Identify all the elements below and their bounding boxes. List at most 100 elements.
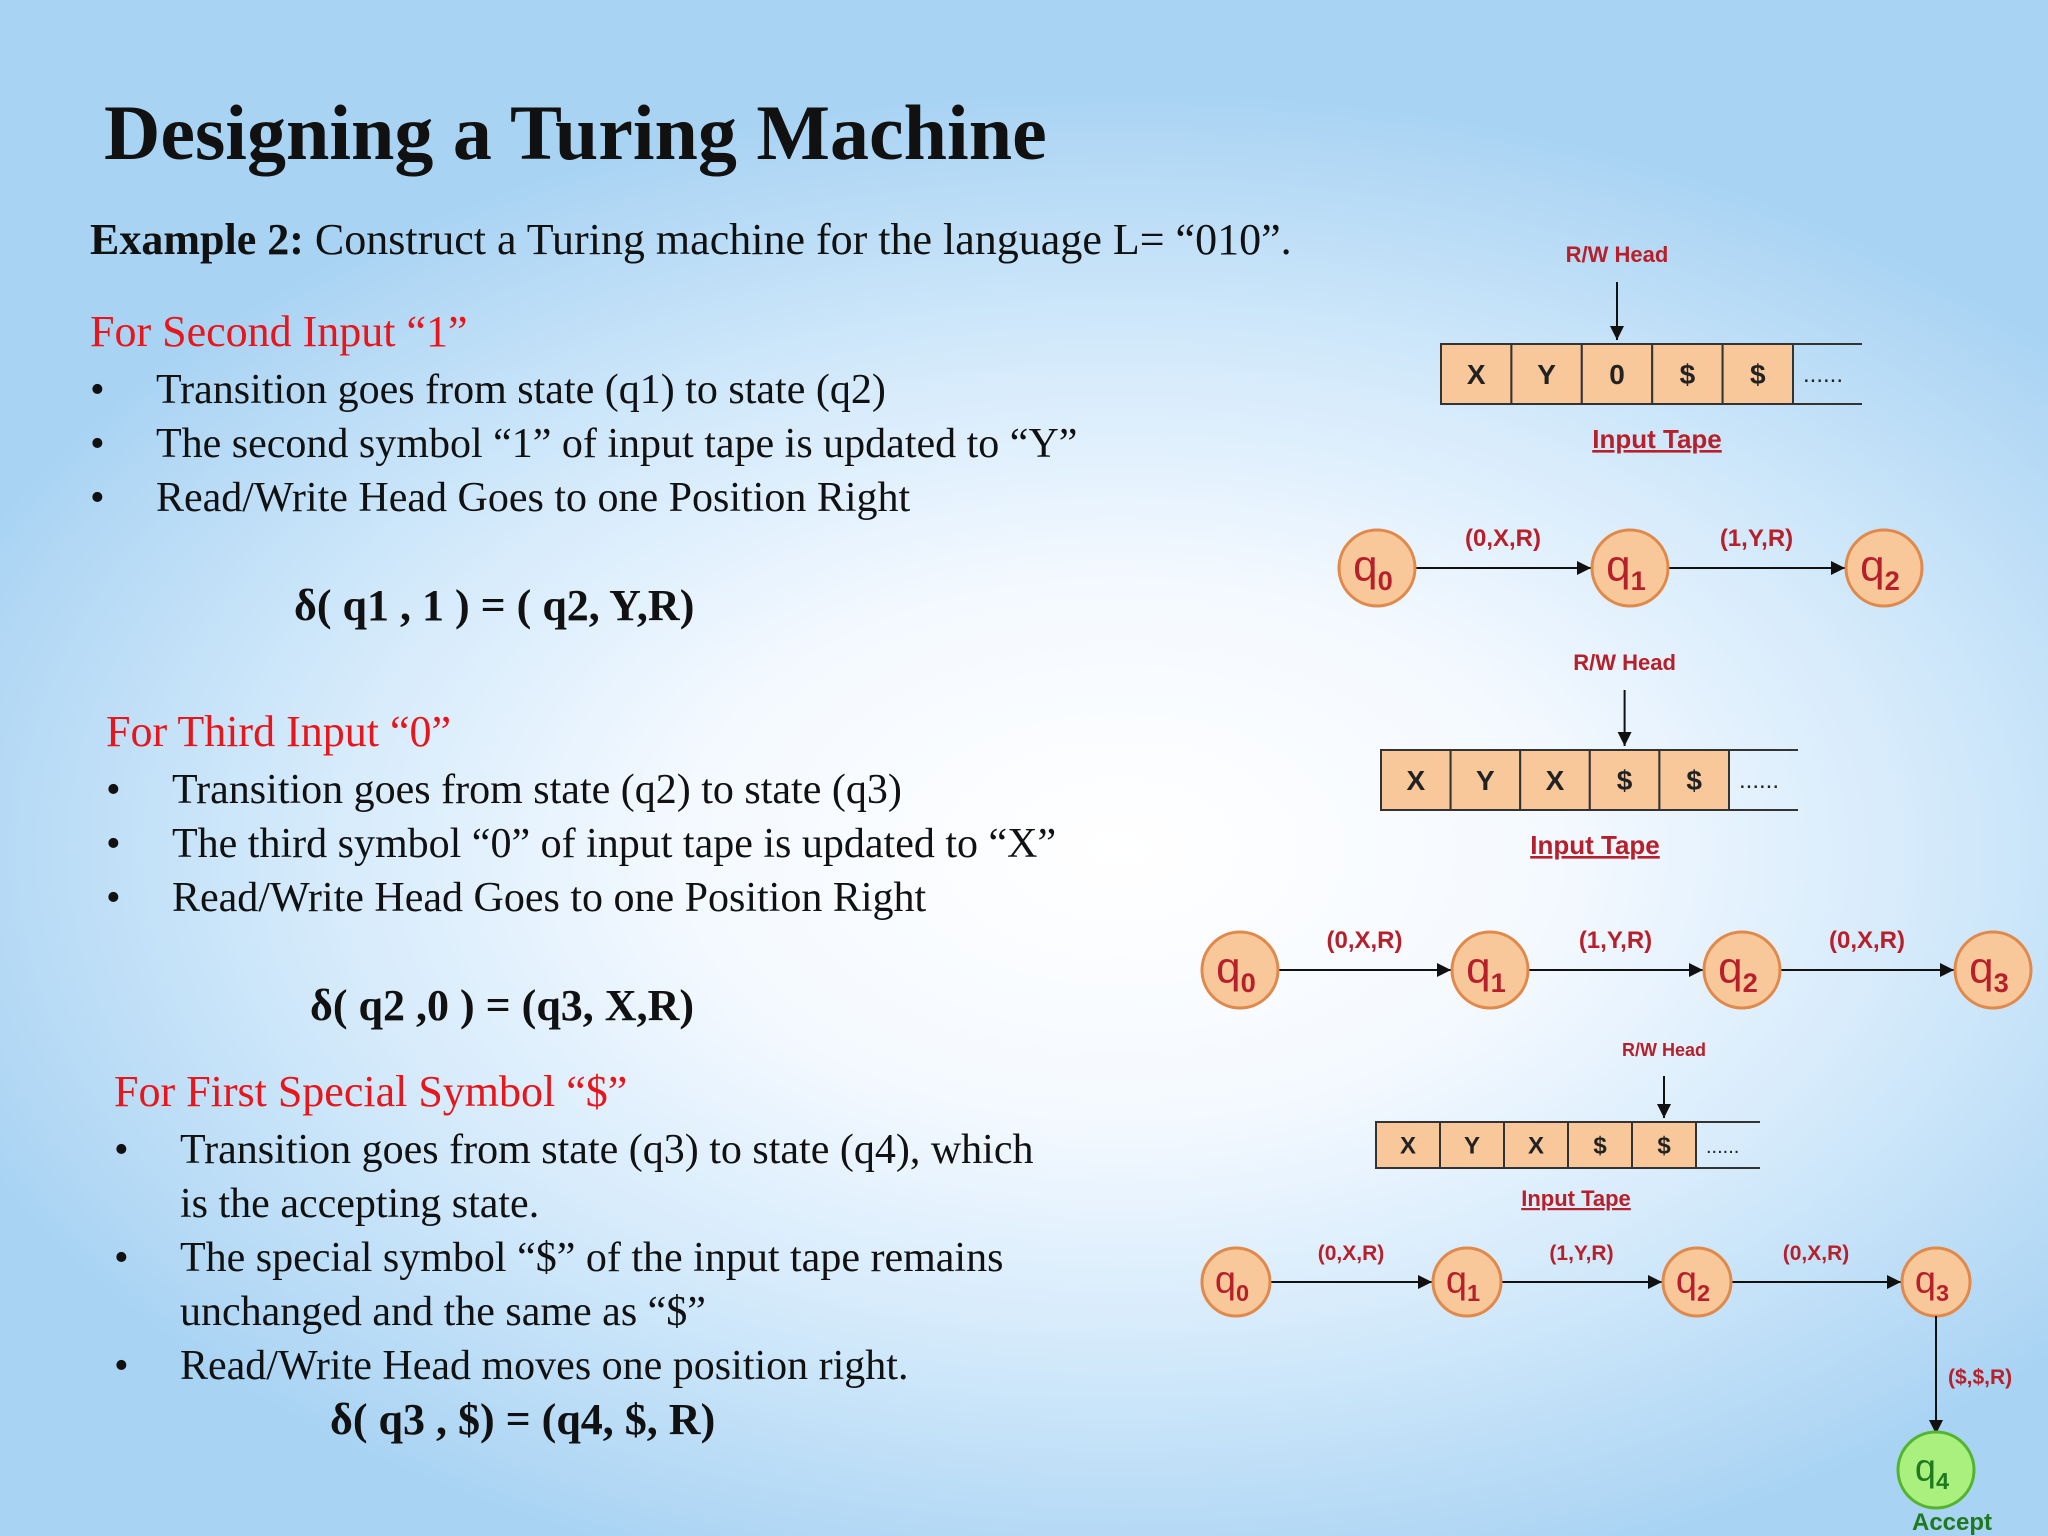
state-subscript: 0	[1241, 967, 1256, 998]
transition-label: (1,Y,R)	[1579, 927, 1652, 954]
state-subscript: 2	[1743, 967, 1758, 998]
tape-symbol: $	[1686, 765, 1702, 796]
transition-formula: δ( q2 ,0 ) = (q3, X,R)	[310, 981, 695, 1030]
accept-label: Accept	[1912, 1509, 1992, 1536]
state-label: q2	[1860, 541, 1900, 596]
transition-arrow-head	[1577, 561, 1591, 575]
section-third-input: For Third Input “0” • Transition goes fro…	[106, 706, 1056, 925]
state-subscript: 4	[1936, 1468, 1949, 1494]
bullet-continuation: unchanged and the same as “$”	[114, 1285, 1033, 1339]
state-subscript: 3	[1994, 967, 2009, 998]
accept-state-node	[1896, 1430, 1976, 1510]
tape-cell	[1580, 343, 1654, 405]
bullet-item: • Read/Write Head Goes to one Position Ri…	[90, 471, 1077, 525]
tape-ellipsis: ......	[1739, 767, 1779, 794]
bullet-mark: •	[106, 821, 121, 867]
transition-arrow-head	[1437, 963, 1451, 977]
section-heading: For First Special Symbol “$”	[114, 1067, 628, 1116]
bullet-text: is the accepting state.	[180, 1181, 540, 1227]
bullet-list: • Transition goes from state (q1) to stat…	[90, 363, 1077, 525]
transition-label: (0,X,R)	[1783, 1242, 1850, 1265]
state-subscript: 1	[1467, 1280, 1480, 1306]
state-node	[1590, 528, 1670, 608]
state-node	[1431, 1246, 1503, 1318]
bullet-text: The special symbol “$” of the input tape…	[180, 1235, 1004, 1281]
bullet-item: •Transition goes from state (q2) to stat…	[106, 763, 1056, 817]
bullet-mark: •	[114, 1127, 129, 1173]
tape-symbol: X	[1406, 765, 1425, 796]
bullet-text: unchanged and the same as “$”	[180, 1289, 706, 1335]
tape-cell	[1439, 1121, 1505, 1169]
transition-arrow-head	[1887, 1275, 1901, 1289]
tape-ellipsis: ......	[1803, 361, 1843, 388]
tape-cell	[1449, 749, 1522, 811]
bullet-item: •Read/Write Head moves one position righ…	[114, 1339, 1033, 1393]
bullet-item: • The special symbol “$” of the input tap…	[114, 1231, 1033, 1285]
bullet-mark: •	[90, 421, 105, 467]
tape-cell	[1375, 1121, 1441, 1169]
tape-cell	[1721, 343, 1794, 405]
tape-symbol: $	[1617, 765, 1633, 796]
bullet-item: •Read/Write Head Goes to one Position Ri…	[106, 871, 1056, 925]
tape-symbol: X	[1400, 1133, 1416, 1160]
state-subscript: 2	[1697, 1280, 1710, 1306]
input-tape-label: Input Tape	[1530, 830, 1660, 860]
state-label: q3	[1915, 1260, 1949, 1306]
rw-head-arrow-head	[1610, 326, 1624, 340]
bullet-text: Transition goes from state (q3) to state…	[180, 1127, 1034, 1173]
state-subscript: 3	[1936, 1280, 1949, 1306]
bullet-continuation: is the accepting state.	[114, 1177, 1033, 1231]
tape-cell	[1440, 343, 1513, 405]
tape-symbol: $	[1680, 359, 1696, 390]
slide-title: Designing a Turing Machine	[104, 89, 1047, 176]
transition-label: (0,X,R)	[1829, 927, 1905, 954]
state-subscript: 1	[1631, 565, 1646, 596]
rw-head-label: R/W Head	[1622, 1040, 1706, 1060]
bullet-mark: •	[90, 367, 105, 413]
tape-symbol: $	[1750, 359, 1766, 390]
rw-head-label: R/W Head	[1566, 242, 1669, 267]
bullet-mark: •	[114, 1343, 129, 1389]
transition-arrow-head	[1689, 963, 1703, 977]
input-tape-label: Input Tape	[1521, 1186, 1631, 1211]
tape-symbol: $	[1593, 1133, 1607, 1160]
bullet-list: • Transition goes from state (q2) to stat…	[106, 763, 1056, 925]
tape-cell	[1658, 749, 1731, 811]
example-label: Example 2:	[90, 215, 304, 264]
transition-label: (0,X,R)	[1465, 525, 1541, 552]
tape-symbol: X	[1528, 1133, 1544, 1160]
bullet-list: • Transition goes from state (q3) to stat…	[114, 1123, 1033, 1393]
bullet-text: The second symbol “1” of input tape is u…	[156, 421, 1078, 467]
tape-symbol: X	[1546, 765, 1565, 796]
tape-ellipsis: ......	[1706, 1136, 1739, 1158]
bullet-text: Transition goes from state (q1) to state…	[156, 367, 886, 413]
transition-formula: δ( q1 , 1 ) = ( q2, Y,R)	[294, 581, 695, 630]
state-node	[1337, 528, 1417, 608]
example-text: Construct a Turing machine for the langu…	[303, 215, 1292, 264]
transition-formula: δ( q3 , $) = (q4, $, R)	[330, 1395, 716, 1444]
transition-label: (0,X,R)	[1318, 1242, 1385, 1265]
accept-transition-label: ($,$,R)	[1948, 1366, 2012, 1389]
transition-label: (0,X,R)	[1326, 927, 1402, 954]
state-node	[1661, 1246, 1733, 1318]
state-node	[1844, 528, 1924, 608]
example-statement: Example 2: Construct a Turing machine fo…	[90, 214, 1292, 265]
section-heading: For Third Input “0”	[106, 707, 452, 756]
rw-head-arrow-head	[1657, 1104, 1671, 1118]
tape-cell	[1651, 343, 1724, 405]
rw-head-arrow-head	[1617, 732, 1632, 746]
section-special-symbol: For First Special Symbol “$” • Transition…	[114, 1066, 1033, 1393]
transition-label: (1,Y,R)	[1720, 525, 1793, 552]
tape-symbol: Y	[1537, 359, 1556, 390]
bullet-mark: •	[90, 475, 105, 521]
state-node	[1200, 1246, 1272, 1318]
bullet-item: • Transition goes from state (q1) to stat…	[90, 363, 1077, 417]
accept-transition-arrow-head	[1929, 1420, 1943, 1434]
transition-arrow-head	[1418, 1275, 1432, 1289]
state-subscript: 0	[1378, 565, 1393, 596]
bullet-mark: •	[114, 1235, 129, 1281]
tape-cell	[1503, 1121, 1569, 1169]
bullet-text: Transition goes from state (q2) to state…	[172, 767, 902, 813]
bullet-text: Read/Write Head Goes to one Position Rig…	[156, 475, 911, 521]
